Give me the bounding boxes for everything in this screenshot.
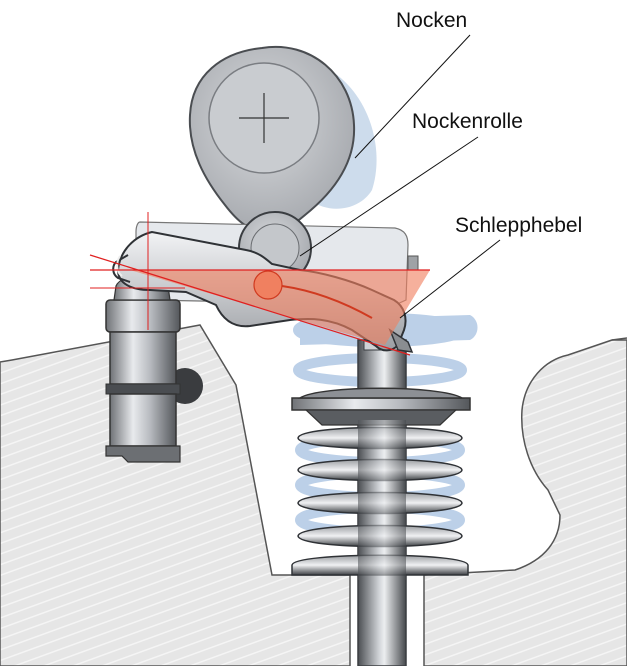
label-roller: Nockenrolle (412, 110, 523, 133)
spring-retainer (292, 388, 470, 425)
hydraulic-lash-adjuster (106, 276, 180, 463)
cam-leader (355, 35, 470, 158)
valve-spring (292, 420, 468, 580)
label-rocker: Schlepphebel (455, 214, 582, 237)
label-cam: Nocken (396, 9, 467, 32)
